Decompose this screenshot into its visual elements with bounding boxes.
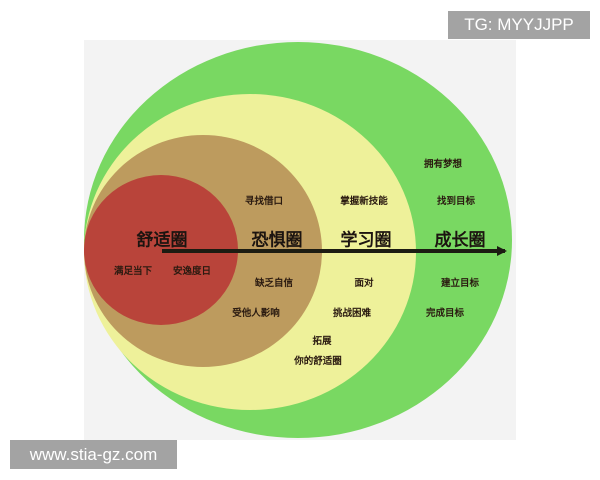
comfort-item: 满足当下 [113,266,153,277]
fear-item: 缺乏自信 [254,278,294,289]
comfort-zone-title: 舒适圈 [136,230,188,251]
fear-zone-title: 恐惧圈 [251,230,303,251]
growth-item: 找到目标 [436,196,476,207]
learning-item: 掌握新技能 [340,196,388,207]
fear-item: 受他人影响 [232,308,280,319]
growth-item: 完成目标 [425,308,465,319]
growth-item: 拥有梦想 [423,159,463,170]
comfort-item: 安逸度日 [172,266,212,277]
watermark-top-right: TG: MYYJJPP [448,11,590,39]
fear-item: 寻找借口 [244,196,284,207]
growth-zone-title: 成长圈 [434,230,486,251]
watermark-bottom-left: www.stia-gz.com [10,440,177,469]
comfort-zone-circle [84,175,238,325]
learning-item: 你的舒适圈 [294,356,342,367]
learning-zone-title: 学习圈 [340,230,392,251]
learning-item: 拓展 [312,336,332,347]
learning-item: 挑战困难 [332,308,372,319]
learning-item: 面对 [354,278,374,289]
growth-item: 建立目标 [440,278,480,289]
